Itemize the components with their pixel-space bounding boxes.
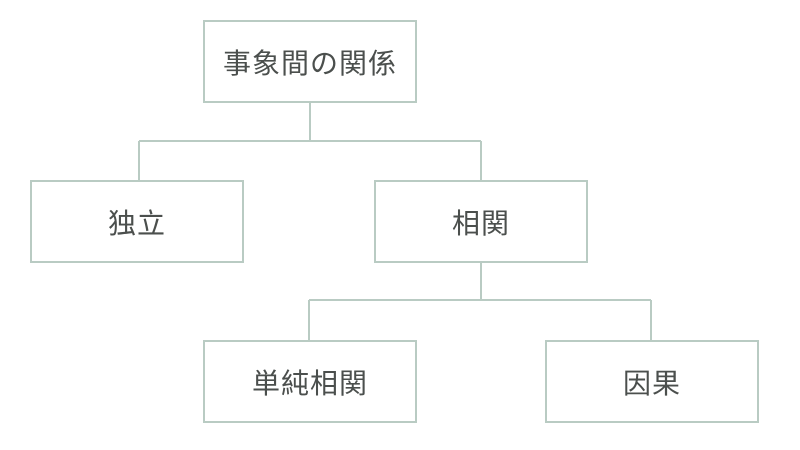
node-correlation: 相関 bbox=[374, 180, 588, 263]
node-simple-correlation: 単純相関 bbox=[203, 340, 417, 423]
node-independent: 独立 bbox=[30, 180, 244, 263]
node-causation: 因果 bbox=[545, 340, 759, 423]
node-label: 事象間の関係 bbox=[222, 46, 397, 80]
node-label: 相関 bbox=[451, 206, 510, 240]
node-label: 単純相関 bbox=[251, 366, 368, 400]
connector-root-to-children bbox=[138, 103, 482, 180]
node-relationship-between-events: 事象間の関係 bbox=[203, 20, 417, 103]
connector-correlation-to-children bbox=[308, 263, 652, 340]
node-label: 独立 bbox=[107, 206, 166, 240]
node-label: 因果 bbox=[622, 366, 681, 400]
